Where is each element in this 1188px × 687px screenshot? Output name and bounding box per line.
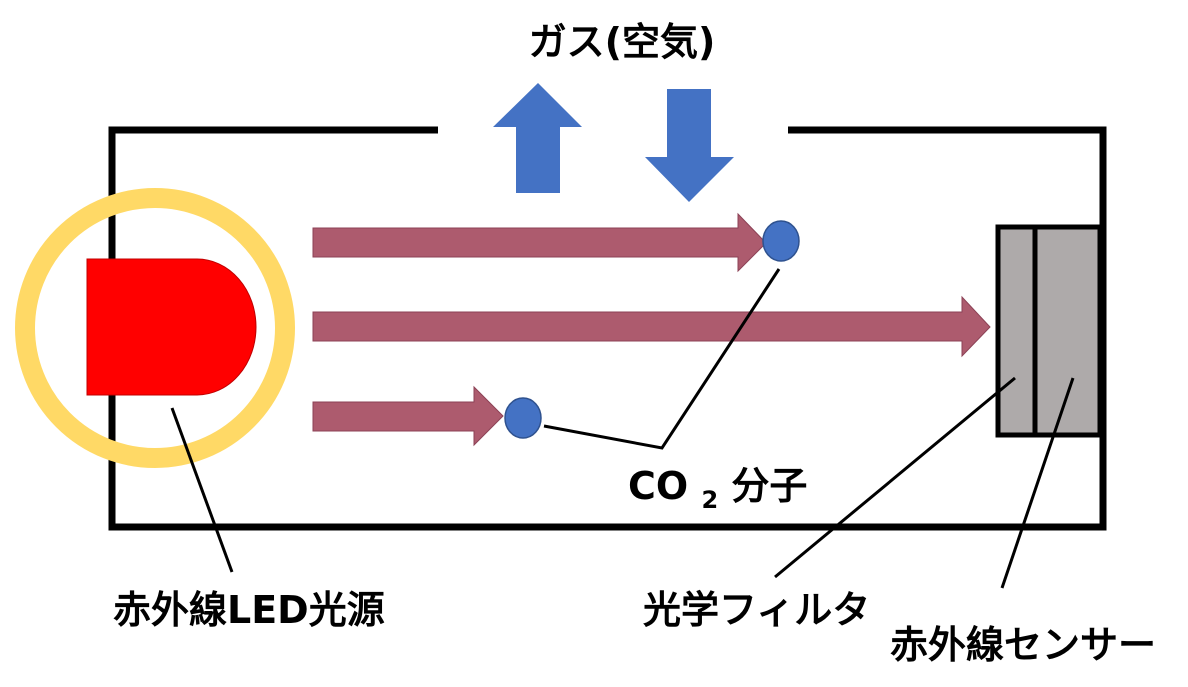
leader-sensor (1000, 377, 1075, 589)
light-source-label: 赤外線LED光源 (113, 588, 385, 632)
leader-co2 (543, 268, 781, 450)
co2-label-subscript: 2 (701, 486, 718, 514)
co2-molecule-top (762, 220, 800, 262)
co2-label-main: CO (628, 464, 688, 508)
leader-filter (774, 376, 1016, 579)
ir-sensor-label: 赤外線センサー (890, 623, 1156, 667)
gas-outflow-arrow-icon (493, 83, 582, 193)
ir-beams (312, 212, 991, 447)
ir-sensor (995, 224, 1103, 438)
gas-inflow-arrow-icon (645, 89, 734, 202)
leader-led (170, 407, 234, 573)
ir-beam-top (312, 212, 767, 273)
co2-molecule-bottom (504, 397, 542, 439)
sensor-block (1032, 224, 1103, 438)
co2-molecule-label: CO 2 分子 (628, 464, 807, 517)
ir-beam-bottom (312, 385, 504, 447)
led-icon (86, 258, 257, 396)
led-glow-ring (15, 188, 295, 468)
optical-filter-label: 光学フィルタ (643, 588, 870, 632)
leader-lines (170, 268, 1075, 589)
gas-chamber (108, 126, 1107, 531)
chamber-wall-left (108, 126, 1107, 531)
optical-filter-block (995, 224, 1038, 438)
ir-beam-middle (312, 295, 991, 358)
gas-label: ガス(空気) (529, 20, 716, 64)
co2-label-suffix: 分子 (731, 464, 807, 508)
